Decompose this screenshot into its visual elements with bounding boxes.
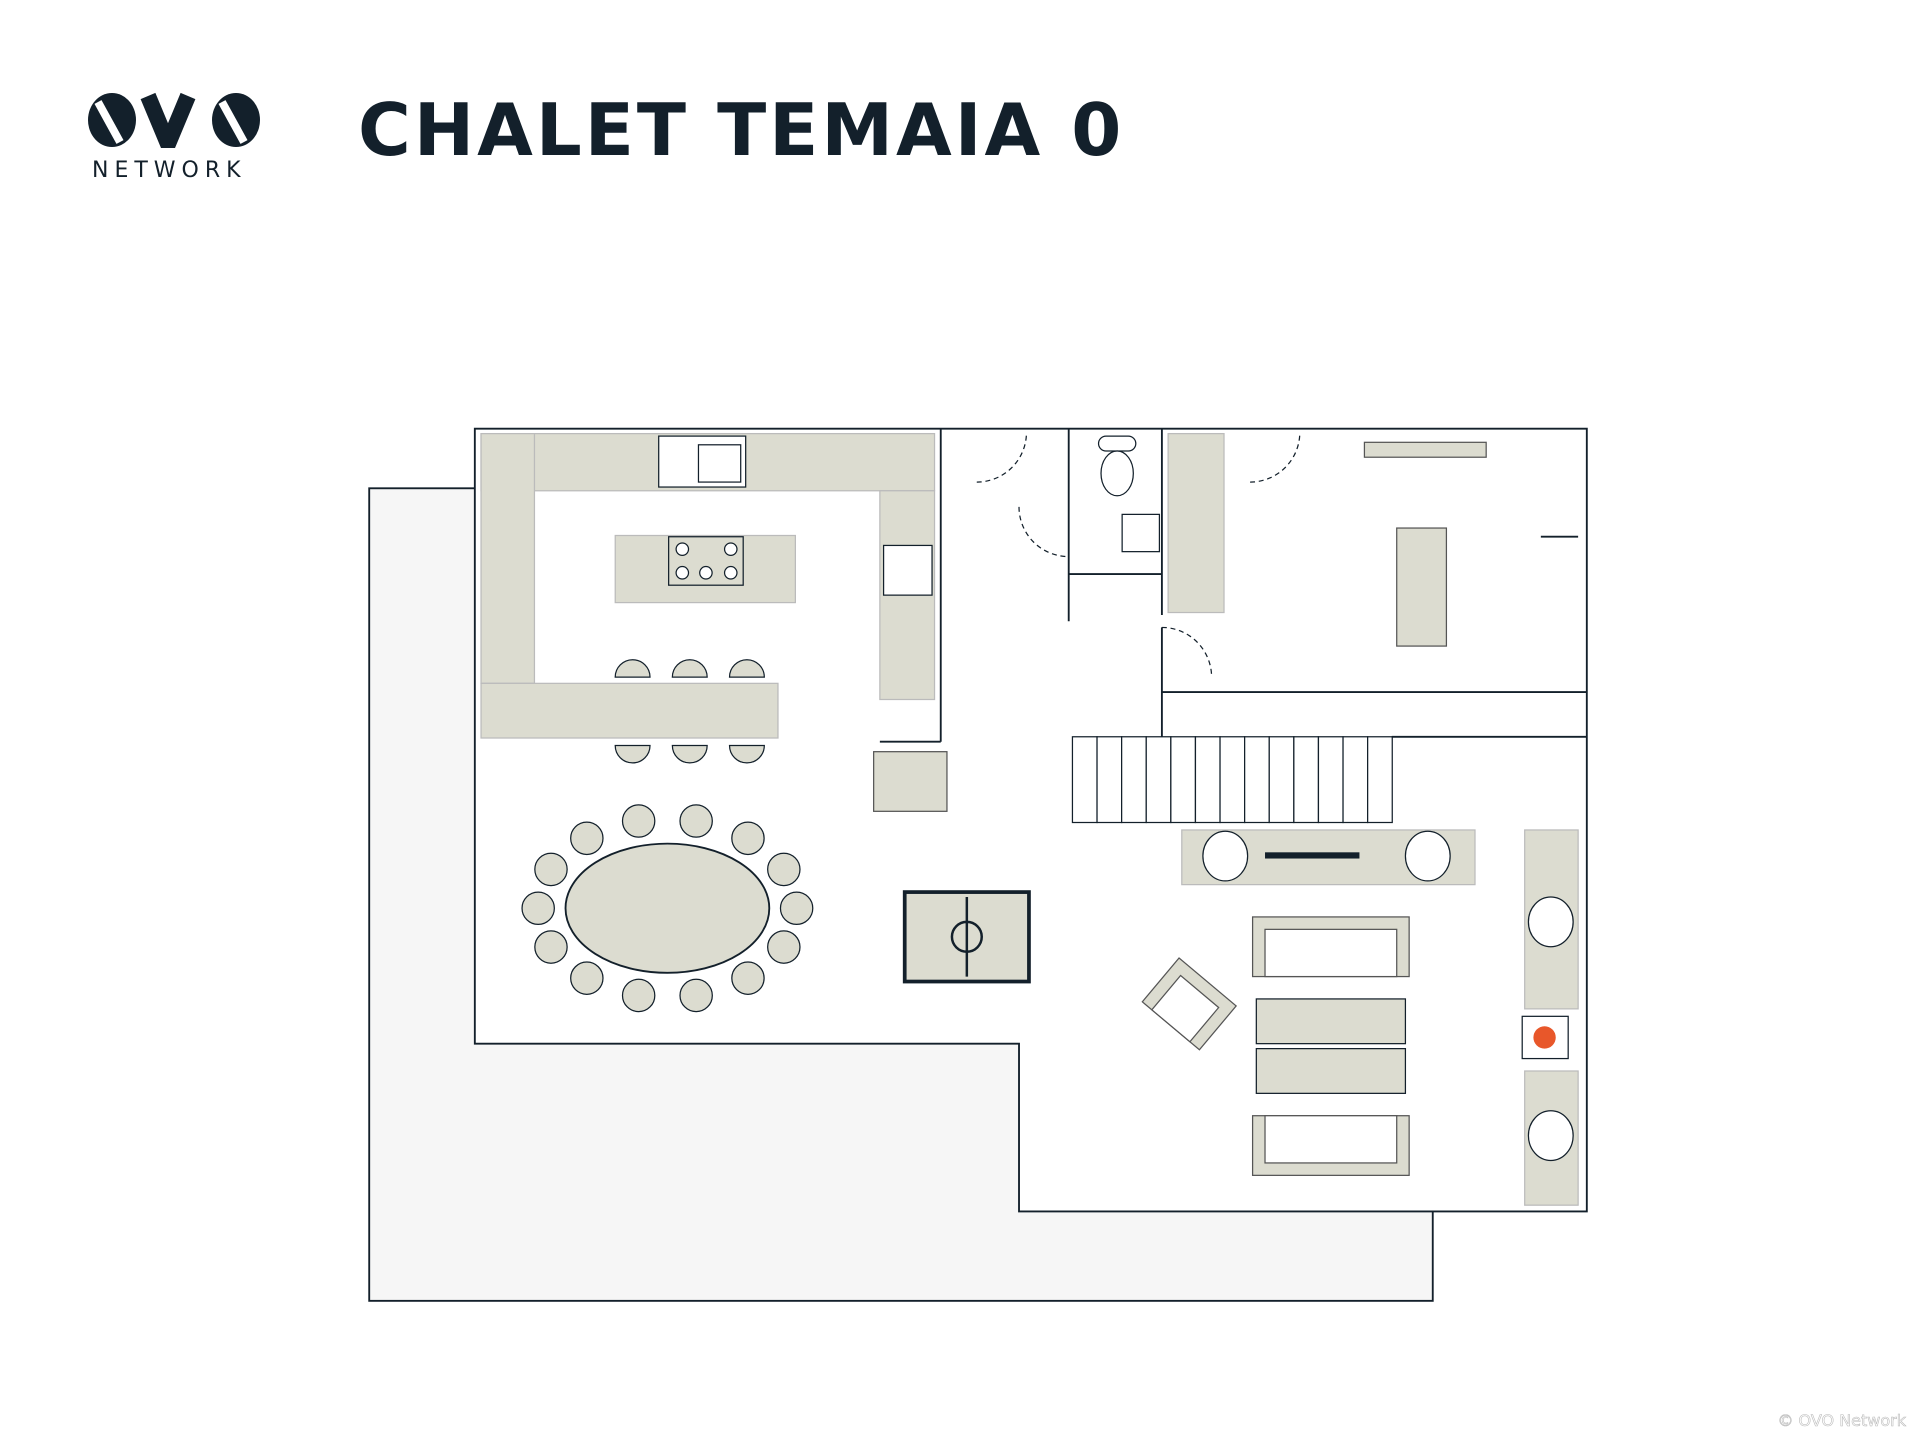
washbasin <box>1121 513 1161 553</box>
dining-chair <box>779 891 814 926</box>
copyright: © OVO Network <box>1777 1411 1906 1431</box>
dining-chairs <box>521 804 814 1013</box>
dining-chair <box>521 891 555 926</box>
logo-text: NETWORK <box>92 158 247 183</box>
dining-chair <box>679 804 713 838</box>
dining-chair <box>731 961 765 995</box>
bar-stools <box>614 659 765 764</box>
dining-chair <box>731 821 765 856</box>
sofa-1 <box>1251 916 1410 978</box>
stair-step <box>1219 736 1246 824</box>
ottoman-1 <box>1255 998 1407 1045</box>
stair-step <box>1121 736 1147 824</box>
stair-step <box>1194 736 1221 824</box>
stair-step <box>1071 736 1098 824</box>
armchair <box>873 751 948 812</box>
tv <box>1265 852 1360 859</box>
dining-table <box>564 842 771 974</box>
dining-chair <box>767 930 801 964</box>
oven <box>882 544 933 596</box>
toilet <box>1097 435 1137 497</box>
dining-chair <box>621 804 656 838</box>
sofa-2 <box>1251 1115 1410 1176</box>
dining-chair <box>534 930 568 964</box>
dining-chair <box>621 978 656 1013</box>
radiator <box>1396 527 1448 647</box>
stair-step <box>1367 736 1393 824</box>
stair-step <box>1293 736 1320 824</box>
ski-boot-warmer <box>1363 441 1487 458</box>
books-icons <box>1202 830 1574 1162</box>
dining-chair <box>570 821 604 856</box>
dining-chair <box>679 978 713 1013</box>
ovo-logo <box>88 92 260 148</box>
stair-step <box>1317 736 1344 824</box>
dining-chair <box>570 961 604 995</box>
kitchen-counter-left <box>480 432 536 684</box>
dining-chair <box>534 852 568 887</box>
doors <box>976 432 1301 678</box>
ottoman-2 <box>1255 1048 1407 1094</box>
stair-step <box>1096 736 1123 824</box>
armchair-rotated <box>1141 957 1238 1051</box>
stair-step <box>1244 736 1270 824</box>
dining-chair <box>767 852 801 887</box>
stair-step <box>1145 736 1172 824</box>
stair-step <box>1342 736 1369 824</box>
stairs <box>1071 736 1393 824</box>
foosball-table <box>902 890 1031 984</box>
bar-counter <box>480 682 779 739</box>
stair-step <box>1170 736 1197 824</box>
bathroom-counter <box>1167 432 1225 614</box>
page-title: CHALET TEMAIA 0 <box>358 88 1125 172</box>
fireplace <box>1521 1015 1569 1060</box>
stair-step <box>1268 736 1295 824</box>
